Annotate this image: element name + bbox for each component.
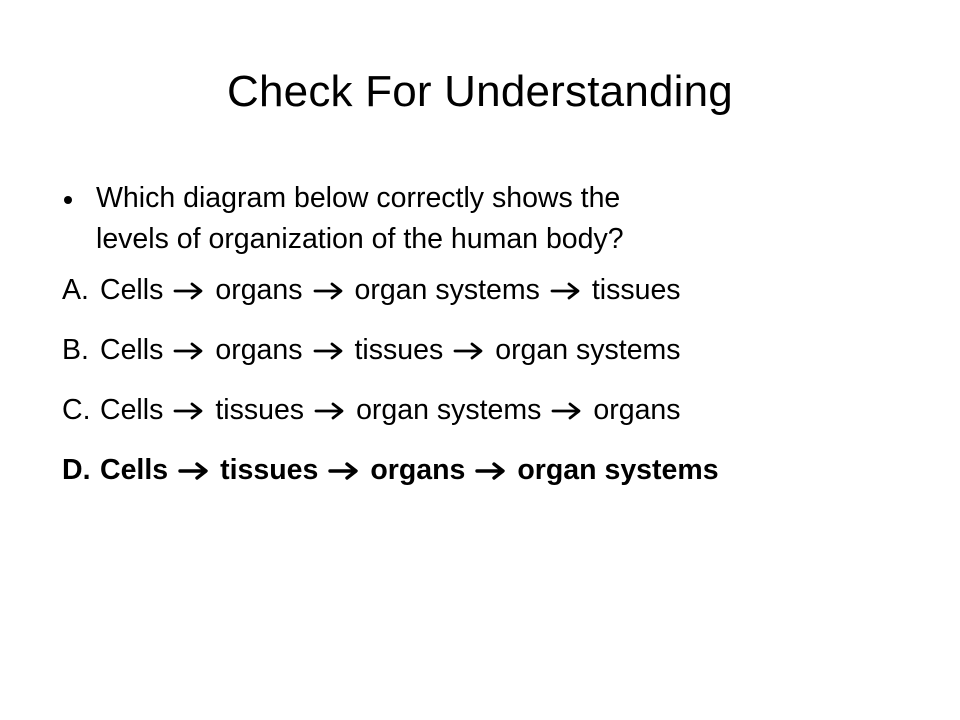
option-term: tissues xyxy=(220,454,319,486)
question-line-1: Which diagram below correctly shows the xyxy=(96,182,621,214)
option-term: Cells xyxy=(100,274,164,306)
right-arrow-icon xyxy=(453,341,485,361)
right-arrow-icon xyxy=(313,341,345,361)
right-arrow-icon xyxy=(178,461,210,481)
question-line-2: levels of organization of the human body… xyxy=(96,223,624,255)
option-term: organ systems xyxy=(354,274,540,306)
option-letter: B. xyxy=(62,334,89,366)
option-term: organs xyxy=(370,454,466,486)
option-term: organs xyxy=(215,334,303,366)
option-letter: D. xyxy=(62,454,91,486)
option-term: tissues xyxy=(591,274,681,306)
option-c: C. Cells tissues organ systems organs xyxy=(62,393,922,428)
right-arrow-icon xyxy=(551,401,583,421)
right-arrow-icon xyxy=(475,461,507,481)
slide-title: Check For Understanding xyxy=(227,67,733,116)
answer-options: A. Cells organs organ systems tissues B.… xyxy=(62,273,922,488)
option-a: A. Cells organs organ systems tissues xyxy=(62,273,922,308)
option-letter: C. xyxy=(62,394,91,426)
option-term: organ systems xyxy=(495,334,681,366)
right-arrow-icon xyxy=(550,281,582,301)
option-term: organ systems xyxy=(356,394,542,426)
option-term: organ systems xyxy=(517,454,719,486)
option-term: organs xyxy=(215,274,303,306)
question-bullet: Which diagram below correctly shows the … xyxy=(62,178,922,260)
option-term: tissues xyxy=(354,334,444,366)
right-arrow-icon xyxy=(173,341,205,361)
option-term: Cells xyxy=(100,394,164,426)
slide-content: Which diagram below correctly shows the … xyxy=(62,178,922,513)
bullet-dot-icon xyxy=(64,196,72,204)
option-letter: A. xyxy=(62,274,89,306)
option-term: organs xyxy=(593,394,681,426)
option-b: B. Cells organs tissues organ systems xyxy=(62,333,922,368)
option-term: Cells xyxy=(100,454,169,486)
right-arrow-icon xyxy=(314,401,346,421)
option-term: tissues xyxy=(215,394,305,426)
right-arrow-icon xyxy=(173,281,205,301)
option-term: Cells xyxy=(100,334,164,366)
right-arrow-icon xyxy=(328,461,360,481)
right-arrow-icon xyxy=(173,401,205,421)
option-d: D. Cells tissues organs organ systems xyxy=(62,453,922,488)
right-arrow-icon xyxy=(313,281,345,301)
